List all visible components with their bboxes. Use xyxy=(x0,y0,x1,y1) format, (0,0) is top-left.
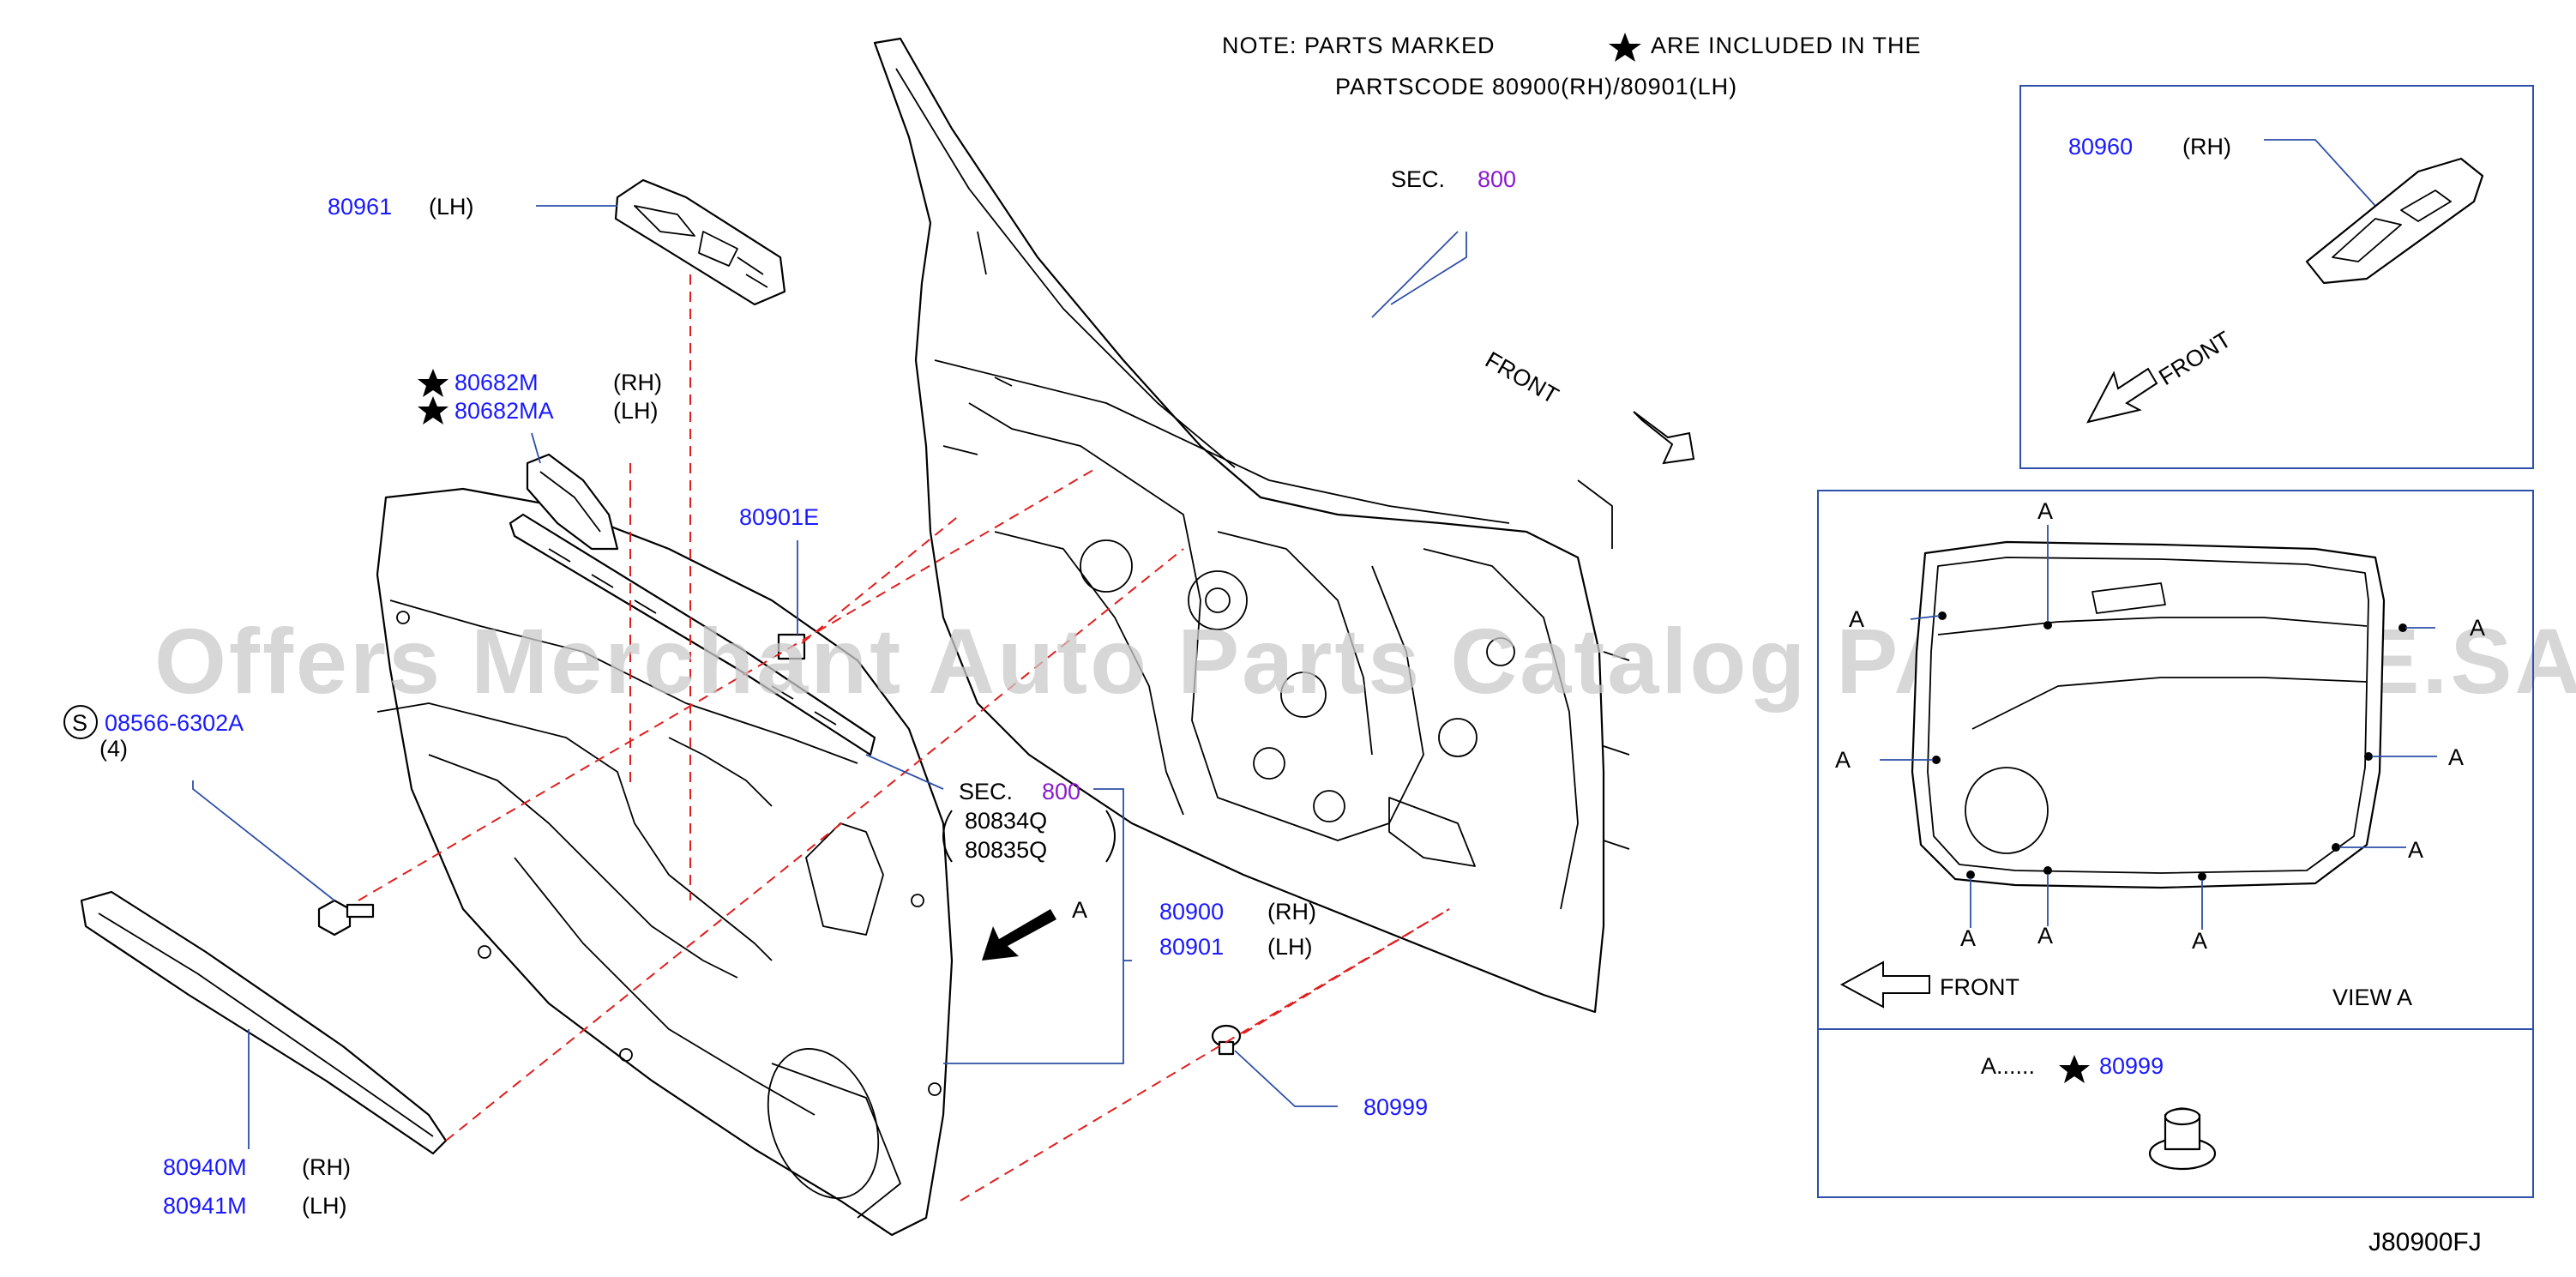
screw-08566 xyxy=(317,899,375,937)
note-block: NOTE: PARTS MARKED ARE INCLUDED IN THE P… xyxy=(1222,33,1922,99)
view-a-point-6: A xyxy=(2408,837,2423,863)
view-a-arrow: A xyxy=(982,897,1087,961)
sec-prefix-1: SEC. xyxy=(1391,166,1445,192)
part-08566-qty: (4) xyxy=(99,736,128,762)
inner-handle-bezel xyxy=(526,453,619,551)
star-icon xyxy=(1609,33,1641,62)
armrest xyxy=(80,890,448,1155)
window-switch-rh xyxy=(2305,157,2484,285)
front-label-inset: FRONT xyxy=(2154,326,2236,390)
view-a-point-3: A xyxy=(2470,615,2485,641)
view-a-point-9: A xyxy=(2192,928,2207,954)
alignment-lines xyxy=(358,274,1450,1202)
part-80682m-side: (RH) xyxy=(613,370,662,395)
callouts: 80961 (LH) 80682M (RH) 80682MA (LH) 8090… xyxy=(63,166,1516,1219)
view-a-point-7: A xyxy=(1960,925,1976,951)
part-80682ma-side: (LH) xyxy=(613,398,659,424)
inset-switch-rh: 80960 (RH) FRONT xyxy=(2019,85,2534,469)
part-80940m-side: (RH) xyxy=(302,1154,351,1180)
view-a-point-8: A xyxy=(2037,923,2053,949)
sec-number-2[interactable]: 800 xyxy=(1042,779,1080,804)
sec-number-1[interactable]: 800 xyxy=(1478,166,1516,192)
star-icon xyxy=(2059,1055,2090,1083)
door-inner-panel xyxy=(873,37,1630,1014)
clip-80999-detail xyxy=(2148,1107,2217,1171)
part-80682m-code[interactable]: 80682M xyxy=(454,370,539,395)
part-80941m-side: (LH) xyxy=(302,1193,347,1219)
view-a-point-1: A xyxy=(2037,498,2053,524)
part-80682ma-code[interactable]: 80682MA xyxy=(454,398,554,424)
s-circle-icon xyxy=(63,705,98,739)
part-80999-code[interactable]: 80999 xyxy=(1363,1094,1428,1120)
inset-view-a: A A A A A A A A A FRONT VIEW A A...... 8… xyxy=(1817,490,2534,1198)
view-arrow-icon xyxy=(982,909,1056,961)
view-a-title: VIEW A xyxy=(2332,985,2412,1010)
view-a-point-5: A xyxy=(2448,744,2464,770)
part-80835q-code[interactable]: 80835Q xyxy=(965,837,1047,863)
part-80960-code[interactable]: 80960 xyxy=(2068,134,2133,160)
clip-80999 xyxy=(1211,1024,1242,1056)
part-08566-prefix: S xyxy=(72,710,87,736)
part-80960-side: (RH) xyxy=(2182,134,2231,160)
sec-prefix-2: SEC. xyxy=(959,779,1013,804)
view-a-points: A A A A A A A A A xyxy=(1835,498,2485,954)
note-line-1b: ARE INCLUDED IN THE xyxy=(1651,33,1922,58)
moulding-strip xyxy=(509,513,876,756)
part-80900-side: (RH) xyxy=(1267,899,1316,925)
view-a-legend-code[interactable]: 80999 xyxy=(2099,1053,2164,1079)
part-80901e-code[interactable]: 80901E xyxy=(739,504,819,530)
window-switch-lh xyxy=(614,178,786,306)
part-80961-code[interactable]: 80961 xyxy=(328,194,392,220)
part-80901-code[interactable]: 80901 xyxy=(1159,934,1224,960)
front-arrow-icon xyxy=(2086,367,2158,424)
note-line-1a: NOTE: PARTS MARKED xyxy=(1222,33,1496,58)
door-trim-panel xyxy=(376,487,954,1237)
front-arrow-icon xyxy=(1839,961,1930,1009)
part-80901-side: (LH) xyxy=(1267,934,1313,960)
part-80900-code[interactable]: 80900 xyxy=(1159,899,1224,925)
bracket-left xyxy=(942,810,953,863)
view-arrow-label: A xyxy=(1072,897,1087,923)
part-80961-side: (LH) xyxy=(429,194,474,220)
part-80940m-code[interactable]: 80940M xyxy=(163,1154,247,1180)
part-08566-code[interactable]: 08566-6302A xyxy=(105,710,244,736)
star-icon xyxy=(418,369,448,397)
note-line-2: PARTSCODE 80900(RH)/80901(LH) xyxy=(1335,74,1737,99)
star-icon xyxy=(418,396,448,425)
bracket-right xyxy=(1105,810,1116,863)
front-arrow-icon xyxy=(1633,411,1695,465)
diagram-code: J80900FJ xyxy=(2368,1228,2482,1256)
view-a-point-4: A xyxy=(1835,747,1851,773)
leader-lines xyxy=(192,205,1459,1149)
part-80834q-code[interactable]: 80834Q xyxy=(965,808,1047,834)
view-a-point-2: A xyxy=(1849,606,1864,632)
front-direction: FRONT xyxy=(1481,346,1695,465)
front-label-main: FRONT xyxy=(1481,346,1563,408)
front-label-view-a: FRONT xyxy=(1940,974,2019,1000)
view-a-legend-prefix: A...... xyxy=(1981,1053,2035,1079)
part-80941m-code[interactable]: 80941M xyxy=(163,1193,247,1219)
